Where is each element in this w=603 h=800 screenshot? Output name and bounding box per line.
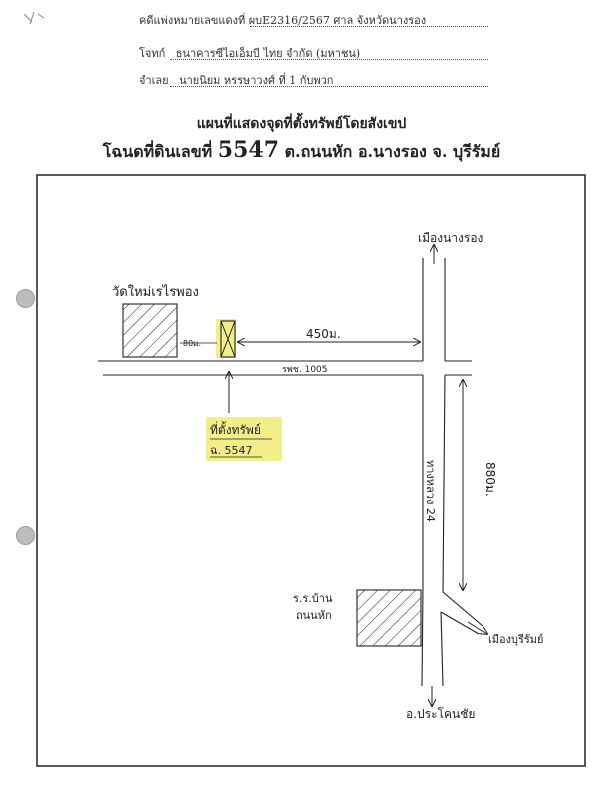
defendant-row: จำเลย นายนิยม หรรษาวงศ์ ที่ 1 กับพวก: [139, 71, 333, 89]
to-prakhonchai-label: อ.ประโคนชัย: [406, 707, 475, 721]
binder-hole-top: [16, 289, 35, 308]
to-buriram-label: เมืองบุรีรัมย์: [488, 633, 543, 646]
plaintiff-underline: [170, 59, 488, 60]
school-building: [356, 589, 422, 647]
binder-hole-bottom: [16, 526, 35, 545]
dim-80-label: 80ม.: [183, 339, 201, 348]
defendant-label: จำเลย: [139, 74, 169, 87]
deed-location: ต.ถนนหัก อ.นางรอง จ. บุรีรัมย์: [284, 142, 501, 161]
case-number-label: คดีแพ่งหมายเลขแดงที่: [139, 14, 246, 27]
defendant-name: นายนิยม หรรษาวงศ์ ที่ 1 กับพวก: [179, 74, 334, 87]
to-nangrong-label: เมืองนางรอง: [418, 231, 483, 245]
school-label-line1: ร.ร.บ้าน: [293, 592, 333, 605]
deed-number: 5547: [217, 137, 280, 163]
local-road: [98, 360, 472, 376]
temple-label: วัดใหม่เรไรพอง: [112, 284, 199, 300]
case-number-value: ผบE2316/2567: [248, 14, 330, 27]
highway-label: ทางหลวง 24: [424, 460, 437, 522]
defendant-underline: [170, 86, 488, 87]
dim-880-label: 880ม.: [483, 462, 497, 497]
school-label-line2: ถนนหัก: [296, 609, 332, 622]
case-number-row: คดีแพ่งหมายเลขแดงที่ ผบE2316/2567 ศาล จั…: [139, 11, 426, 29]
case-number-underline: [250, 26, 488, 27]
plaintiff-label: โจทก์: [139, 47, 166, 60]
court-name: จังหวัดนางรอง: [356, 14, 427, 27]
plaintiff-row: โจทก์ ธนาคารซีไอเอ็มบี ไทย จำกัด (มหาชน): [139, 44, 360, 62]
arrow-to-buriram: [467, 621, 487, 634]
property-deed-label: ฉ. 5547: [210, 444, 252, 457]
property-label: ที่ตั้งทรัพย์: [210, 421, 261, 437]
plaintiff-name: ธนาคารซีไอเอ็มบี ไทย จำกัด (มหาชน): [175, 47, 361, 60]
property-plot: [220, 320, 236, 358]
map-title: แผนที่แสดงจุดที่ตั้งทรัพย์โดยสังเขป: [196, 116, 407, 132]
deed-title: โฉนดที่ดินเลขที่ 5547 ต.ถนนหัก อ.นางรอง …: [0, 137, 603, 165]
dim-450-label: 450ม.: [306, 327, 341, 341]
map-frame: [36, 174, 586, 767]
temple-building: [122, 303, 178, 358]
deed-prefix: โฉนดที่ดินเลขที่: [102, 142, 213, 161]
court-label: ศาล: [333, 14, 354, 27]
pencil-smudge-mark: [23, 11, 45, 25]
local-road-label: รพช. 1005: [282, 365, 328, 375]
highway-road: [421, 258, 484, 687]
